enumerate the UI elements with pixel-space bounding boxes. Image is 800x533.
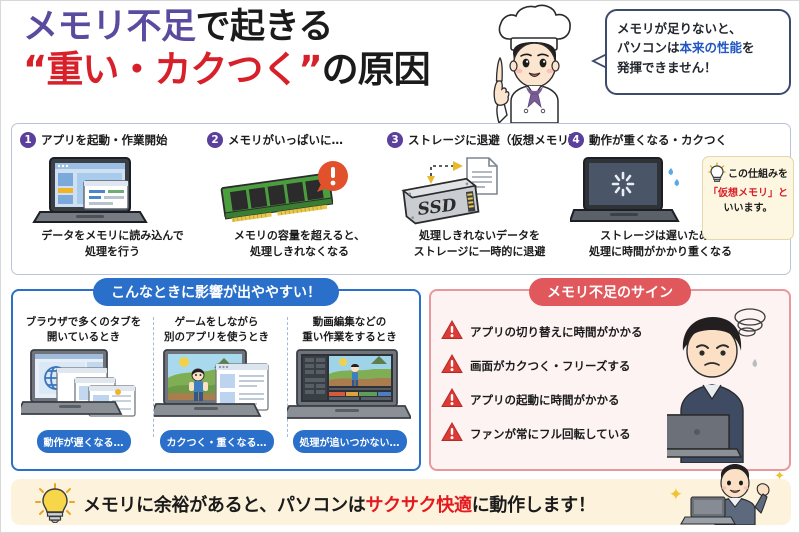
warning-sign-item: 画面がカクつく・フリーズする: [441, 349, 681, 383]
impact-column-game: ゲームをしながら 別のアプリを使うとき: [150, 315, 283, 454]
step-2: 2 メモリがいっぱいに…: [207, 130, 392, 260]
laptop-video-editor-icon: [283, 348, 416, 430]
virtual-memory-note: この仕組みを 「仮想メモリ」と いいます。: [702, 156, 794, 240]
lightbulb-icon: [33, 483, 77, 524]
impact-column-video: 動画編集などの 重い作業をするとき: [283, 315, 416, 454]
step-3: 3 ストレージに退避（仮想メモリ）: [387, 130, 580, 260]
step-1-title: アプリを起動・作業開始: [41, 133, 168, 147]
warning-triangle-icon: [441, 353, 463, 378]
impact-columns: ブラウザで多くのタブを 開いているとき: [17, 315, 417, 454]
warning-signs-heading: メモリ不足のサイン: [529, 278, 691, 306]
impact-col-3-title-2: 重い作業をするとき: [302, 331, 397, 344]
step-3-number: 3: [387, 132, 403, 148]
step-2-number: 2: [207, 132, 223, 148]
happy-person-laptop-icon: [677, 463, 787, 526]
bubble-line-3: 発揮できません！: [617, 59, 717, 75]
note-head: この仕組みを: [706, 162, 790, 186]
warning-triangle-icon: [441, 319, 463, 344]
step-3-caption-2: ストレージに一時的に退避: [413, 244, 546, 258]
column-divider: [287, 317, 288, 437]
impact-column-browser: ブラウザで多くのタブを 開いているとき: [17, 315, 150, 454]
column-divider: [153, 317, 154, 437]
footer-text-c: に動作します！: [471, 495, 596, 516]
impact-col-1-pill: 動作が遅くなる…: [36, 430, 131, 454]
ssd-drive-document-icon: SSD: [387, 152, 572, 228]
bubble-line-2-highlight: 本来の性能: [679, 40, 743, 56]
step-4: 4 動作が重くなる・カクつく: [568, 130, 753, 260]
lightbulb-icon: [708, 162, 726, 186]
laptop-loading-spinner-icon: [568, 152, 753, 228]
laptop-browser-tabs-icon: [17, 348, 150, 430]
warning-signs-list: アプリの切り替えに時間がかかる 画面がカクつく・フリーズする アプリの起動に時間…: [441, 315, 681, 451]
memory-module-alert-icon: [207, 152, 392, 228]
note-line-2: 「仮想メモリ」と: [708, 188, 788, 199]
bubble-line-2: パソコンは本来の性能を: [617, 38, 779, 57]
impact-panel-heading: こんなときに影響が出ややすい！: [93, 278, 339, 306]
warning-sign-text: 画面がカクつく・フリーズする: [470, 359, 631, 373]
impact-col-1-title-2: 開いているとき: [46, 331, 121, 344]
warning-sign-item: アプリの切り替えに時間がかかる: [441, 315, 681, 349]
step-3-caption-1: 処理しきれないデータを: [419, 229, 540, 242]
step-3-header: 3 ストレージに退避（仮想メモリ）: [387, 130, 580, 150]
step-1-number: 1: [20, 132, 36, 148]
footer-text-a: メモリに余裕があると、パソコンは: [83, 495, 366, 516]
title-rest-1: で起きる: [195, 7, 334, 47]
step-2-caption-2: 処理しきれなくなる: [250, 244, 349, 258]
title-highlight-memory: メモリ不足: [23, 7, 196, 47]
footer-message: メモリに余裕があると、パソコンはサクサク快適に動作します！: [83, 491, 596, 517]
footer-banner: メモリに余裕があると、パソコンはサクサク快適に動作します！ ✦ ✦: [11, 464, 791, 526]
page-title: メモリ不足で起きる “重い・カクつく”の原因: [23, 7, 493, 92]
note-line-1: この仕組みを: [728, 168, 788, 180]
bubble-line-1: メモリが足りないと、: [617, 21, 742, 36]
note-line-3: いいます。: [723, 203, 773, 214]
warning-sign-text: ファンが常にフル回転している: [470, 427, 631, 441]
step-4-header: 4 動作が重くなる・カクつく: [568, 130, 753, 150]
step-1-caption-1: データをメモリに読み込んで: [41, 229, 184, 242]
sparkle-icon: ✦: [774, 469, 785, 484]
bubble-line-2-c: を: [742, 40, 755, 56]
warning-signs-panel: メモリ不足のサイン: [429, 278, 791, 471]
worried-person-laptop-icon: [651, 303, 787, 464]
alert-badge-icon: [317, 161, 348, 192]
step-2-caption-1: メモリの容量を超えると、: [233, 229, 366, 242]
impact-col-2-pill: カクつく・重くなる…: [159, 430, 274, 454]
step-3-title: ストレージに退避（仮想メモリ）: [408, 133, 581, 147]
title-highlight-heavy: “重い・カクつく”: [23, 48, 323, 92]
header: メモリ不足で起きる “重い・カクつく”の原因: [1, 1, 800, 123]
warning-sign-text: アプリの起動に時間がかかる: [470, 393, 620, 407]
impact-col-3-pill: 処理が追いつかない…: [292, 430, 407, 454]
laptop-with-windows-icon: [20, 152, 205, 228]
warning-sign-item: アプリの起動に時間がかかる: [441, 383, 681, 417]
impact-col-2-title-1: ゲームをしながら: [174, 316, 259, 328]
chef-character-icon: [471, 1, 601, 123]
footer-text-highlight: サクサク快適: [365, 495, 472, 516]
title-rest-2: の原因: [321, 48, 431, 92]
impact-panel: こんなときに影響が出ややすい！ ブラウザで多くのタブを 開いているとき: [11, 278, 421, 471]
step-2-header: 2 メモリがいっぱいに…: [207, 130, 392, 150]
warning-triangle-icon: [441, 421, 463, 446]
step-4-caption-1: ストレージは遅いため、: [600, 229, 721, 242]
impact-col-1-title-1: ブラウザで多くのタブを: [25, 316, 142, 328]
step-2-title: メモリがいっぱいに…: [228, 133, 343, 147]
warning-sign-item: ファンが常にフル回転している: [441, 417, 681, 451]
warning-triangle-icon: [441, 387, 463, 412]
step-1: 1 アプリを起動・作業開始: [20, 130, 205, 260]
warning-sign-text: アプリの切り替えに時間がかかる: [470, 325, 643, 339]
step-4-number: 4: [568, 132, 584, 148]
bubble-line-2-a: パソコンは: [617, 40, 680, 56]
step-4-caption-2: 処理に時間がかかり重くなる: [589, 244, 732, 258]
step-1-caption-2: 処理を行う: [85, 244, 140, 258]
impact-col-2-title-2: 別のアプリを使うとき: [164, 331, 269, 344]
laptop-game-and-app-icon: [150, 348, 283, 430]
steps-panel: 1 アプリを起動・作業開始: [11, 123, 794, 339]
step-4-title: 動作が重くなる・カクつく: [589, 133, 727, 147]
sparkle-icon: ✦: [668, 485, 683, 505]
svg-text:SSD: SSD: [417, 195, 458, 220]
step-1-header: 1 アプリを起動・作業開始: [20, 130, 205, 150]
speech-bubble: メモリが足りないと、 パソコンは本来の性能を 発揮できません！: [605, 9, 791, 95]
impact-col-3-title-1: 動画編集などの: [312, 316, 387, 328]
